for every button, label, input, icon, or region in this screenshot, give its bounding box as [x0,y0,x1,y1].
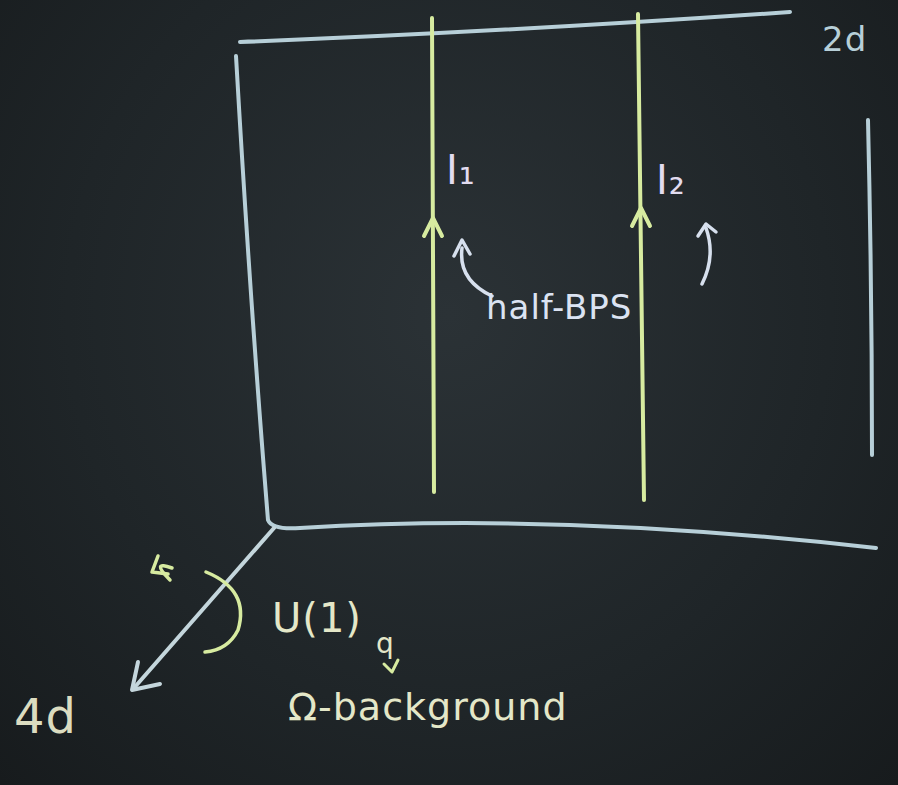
symmetry-label: U(1) [272,598,362,638]
arrowhead [632,208,650,226]
arrowhead [424,218,442,236]
rotation-arrow [160,566,240,652]
annotation-label: half-BPS [486,290,632,324]
annotation-label: Ω-background [288,688,568,726]
arrowhead [698,224,716,236]
arrowhead [454,240,470,256]
arrowhead [152,556,168,574]
plane-left-bottom-edge [236,56,876,548]
line-defect [432,18,434,492]
axis-line [134,528,274,688]
line-defect [638,14,644,500]
subscript-label: q [376,630,395,658]
defect-label: I₁ [446,150,476,190]
plane-top-edge [240,12,790,42]
dimension-label: 2d [822,22,867,56]
pointer-arrow [462,248,492,296]
pointer-arrow [384,660,398,672]
pointer-arrow [702,228,710,284]
defect-label: I₂ [656,160,686,200]
arrowhead [132,662,160,690]
plane-right-edge [868,120,872,455]
dimension-label: 4d [14,692,77,740]
